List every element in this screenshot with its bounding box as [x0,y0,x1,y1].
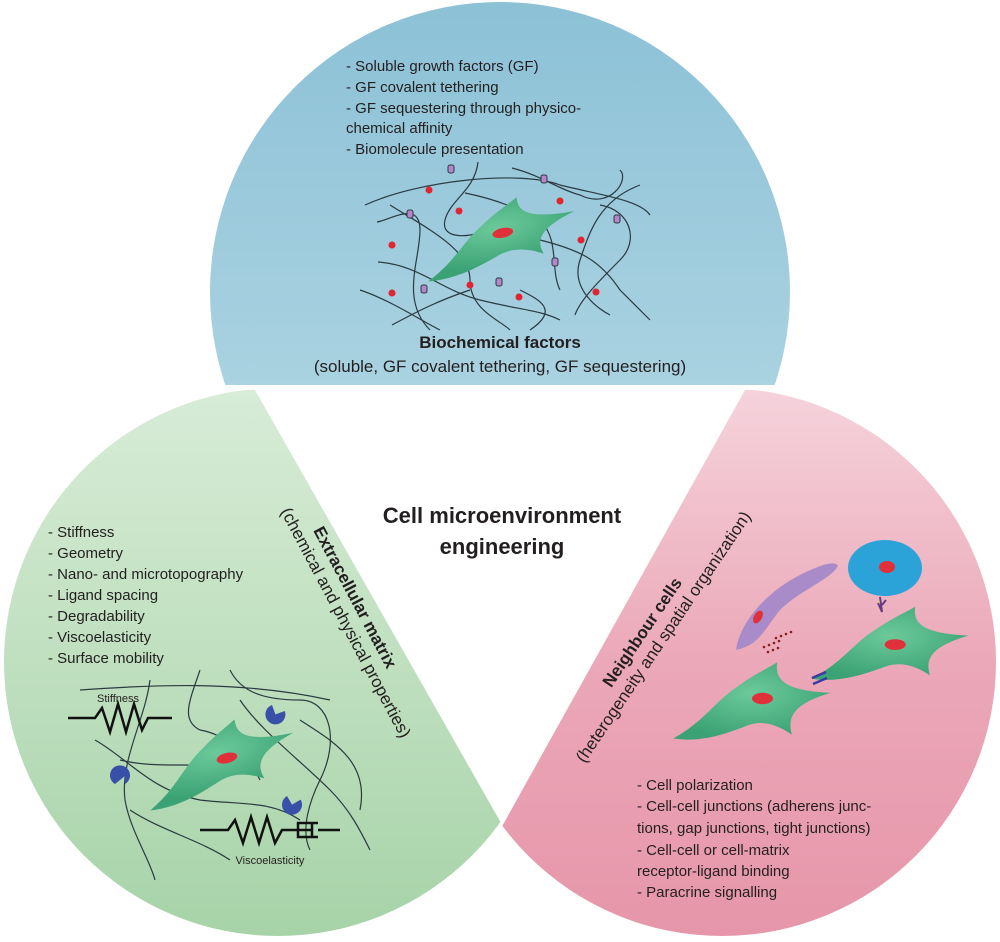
list-item: - Ligand spacing [48,587,158,604]
cell-icon [133,706,304,812]
list-item: - Viscoelasticity [48,629,152,646]
list-item: - Soluble growth factors (GF) [346,58,539,75]
viscoelasticity-label: Viscoelasticity [236,855,305,867]
list-item: - Paracrine signalling [637,884,777,901]
viscoelasticity-spring-dashpot-icon [200,812,340,848]
list-item: - Stiffness [48,524,114,541]
neighbour-cells-list: - Cell polarization - Cell-cell junction… [637,777,871,901]
list-item: - GF covalent tethering [346,79,499,96]
center-title-line1: Cell microenvironment [383,503,622,528]
nucleus-icon [492,227,514,239]
nucleus-icon [884,639,906,650]
cell-icon [811,606,969,680]
list-item: - Geometry [48,545,124,562]
biochemical-factor-list: - Soluble growth factors (GF) - GF coval… [346,58,581,158]
center-title-line2: engineering [440,534,565,559]
list-item: - Degradability [48,608,145,625]
stiffness-spring-icon [68,699,172,737]
polarized-cell-icon [736,563,838,650]
ecm-illustration: Stiffness Viscoelasticity [68,669,371,881]
nucleus-icon [752,692,773,705]
list-item: - Cell polarization [637,777,753,794]
list-item: - Cell-cell junctions (adherens junc- [637,798,871,815]
list-item: - GF sequestering through physico- [346,100,581,117]
polymer-fibers [79,669,371,881]
list-item: - Cell-cell or cell-matrix [637,842,790,859]
list-item: tions, gap junctions, tight junctions) [637,820,870,837]
biochemical-subtitle: (soluble, GF covalent tethering, GF sequ… [314,357,686,376]
list-item: - Biomolecule presentation [346,141,524,158]
tethered-biomolecules [406,164,621,294]
stiffness-label: Stiffness [97,693,139,705]
biochemical-matrix-illustration [359,161,651,331]
list-item: receptor-ligand binding [637,863,790,880]
list-item: - Nano- and microtopography [48,566,244,583]
cell-junction-icon [811,670,828,686]
cell-icon [414,186,583,283]
list-item: chemical affinity [346,120,453,137]
cell-icon [673,662,831,740]
degradation-enzyme-icons [110,705,302,815]
nucleus-icon [879,561,895,573]
biochemical-factors-sector [210,2,790,385]
nucleus-icon [216,752,238,764]
neighbour-cells-illustration [673,540,969,740]
list-item: - Surface mobility [48,650,164,667]
biochemical-title: Biochemical factors [419,333,581,352]
ecm-property-list: - Stiffness - Geometry - Nano- and micro… [48,524,244,667]
nucleus-icon [753,610,763,624]
receptor-ligand-icon [877,596,887,613]
growth-factor-dots [388,186,600,301]
paracrine-signal-dots [762,630,793,654]
